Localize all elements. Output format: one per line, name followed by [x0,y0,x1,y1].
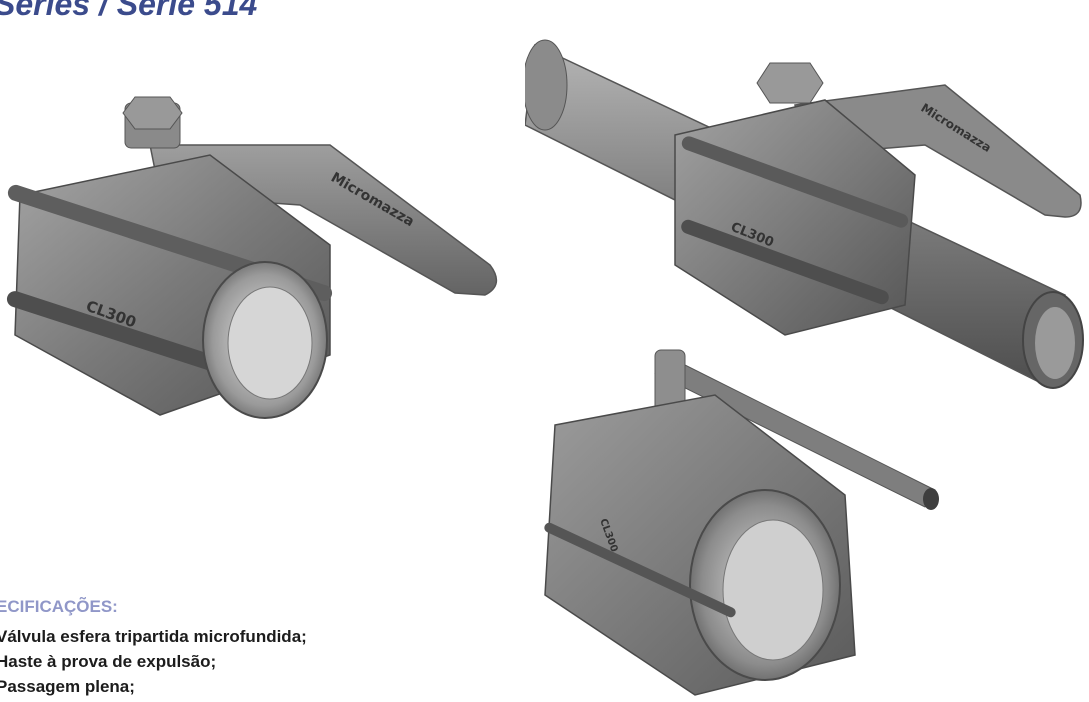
valve-image-right: Micromazza CL300 [525,5,1087,400]
spec-item: Haste à prova de expulsão; [0,652,217,671]
spec-item: Válvula esfera tripartida microfundida; [0,627,307,646]
specifications-heading: ECIFICAÇÕES: [0,597,118,616]
specifications-list: Válvula esfera tripartida microfundida; … [0,624,307,699]
valve-image-bottom: CL300 [515,325,945,702]
valve-image-left: Micromazza CL300 [0,85,510,430]
spec-item: Passagem plena; [0,677,135,696]
series-title: Series / Serie 514 [0,0,258,22]
